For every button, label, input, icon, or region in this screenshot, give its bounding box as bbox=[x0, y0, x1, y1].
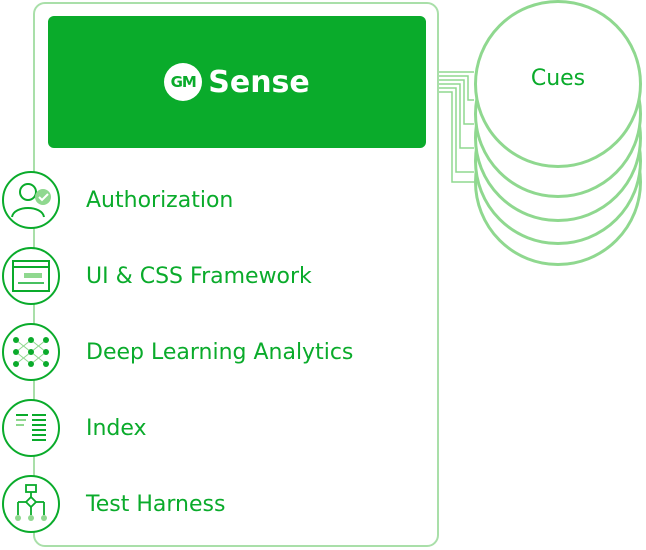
neural-network-icon bbox=[2, 323, 60, 381]
feature-label: Index bbox=[86, 415, 147, 441]
feature-label: Deep Learning Analytics bbox=[86, 339, 354, 365]
brand-name: Sense bbox=[208, 64, 310, 100]
feature-label: Authorization bbox=[86, 187, 234, 213]
flowchart-icon bbox=[2, 475, 60, 533]
feature-label: Test Harness bbox=[86, 491, 226, 517]
feature-test-harness: Test Harness bbox=[2, 474, 442, 534]
brand: GM Sense bbox=[164, 63, 310, 101]
cue-circle-1 bbox=[474, 0, 642, 168]
feature-ui-css-framework: UI & CSS Framework bbox=[2, 246, 442, 306]
feature-deep-learning-analytics: Deep Learning Analytics bbox=[2, 322, 442, 382]
cues-label: Cues bbox=[530, 66, 586, 91]
feature-index: Index bbox=[2, 398, 442, 458]
feature-label: UI & CSS Framework bbox=[86, 263, 312, 289]
gm-logo-icon: GM bbox=[164, 63, 203, 101]
user-check-icon bbox=[2, 171, 60, 229]
document-list-icon bbox=[2, 399, 60, 457]
feature-authorization: Authorization bbox=[2, 170, 442, 230]
browser-window-icon bbox=[2, 247, 60, 305]
brand-header: GM Sense bbox=[48, 16, 426, 148]
